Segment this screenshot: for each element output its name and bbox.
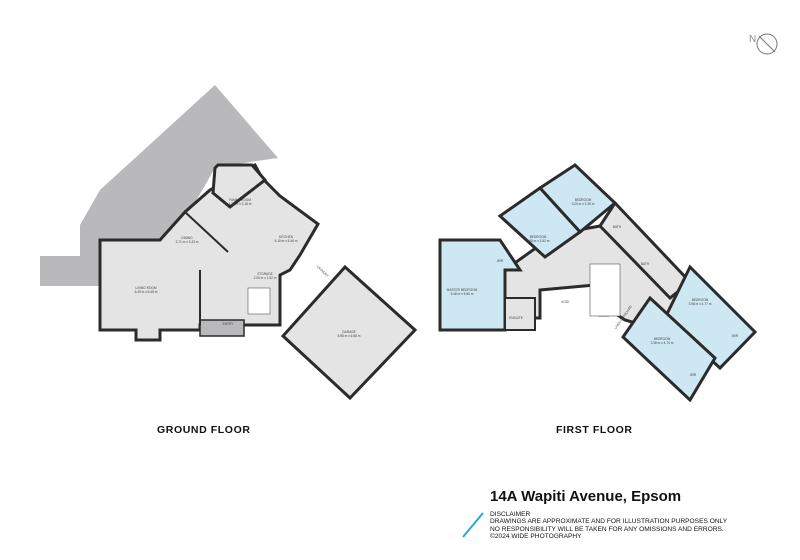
garage bbox=[280, 264, 418, 401]
bedroom-right bbox=[663, 264, 758, 371]
bedroom-bottom bbox=[621, 295, 717, 403]
north-compass-icon: N bbox=[749, 33, 778, 55]
svg-text:N: N bbox=[749, 34, 756, 45]
disclaimer-line: NO RESPONSIBILITY WILL BE TAKEN FOR ANY … bbox=[490, 525, 724, 533]
bedroom-2 bbox=[497, 186, 583, 259]
svg-text:WIR: WIR bbox=[497, 259, 504, 263]
svg-text:ENTRY: ENTRY bbox=[223, 322, 235, 326]
svg-text:BATH: BATH bbox=[641, 262, 650, 266]
svg-text:BATH: BATH bbox=[613, 225, 622, 229]
master-bedroom bbox=[438, 238, 523, 332]
disclaimer: DISCLAIMER DRAWINGS ARE APPROXIMATE AND … bbox=[490, 511, 727, 541]
svg-text:LAUNDRY: LAUNDRY bbox=[316, 265, 330, 279]
svg-text:ENSUITE: ENSUITE bbox=[509, 316, 523, 320]
disclaimer-line: DRAWINGS ARE APPROXIMATE AND FOR ILLUSTR… bbox=[490, 518, 728, 526]
property-address: 14A Wapiti Avenue, Epsom bbox=[490, 488, 682, 505]
svg-text:WIR: WIR bbox=[732, 334, 739, 338]
svg-text:WIR: WIR bbox=[690, 373, 697, 377]
svg-text:VOID: VOID bbox=[561, 300, 569, 304]
first-floor-title: FIRST FLOOR bbox=[556, 424, 633, 436]
copyright: ©2024 WIDE PHOTOGRAPHY bbox=[490, 533, 582, 541]
ground-floor-title: GROUND FLOOR bbox=[157, 424, 251, 436]
disclaimer-heading: DISCLAIMER bbox=[490, 511, 531, 518]
deck bbox=[40, 85, 278, 286]
accent-stroke bbox=[462, 512, 484, 538]
